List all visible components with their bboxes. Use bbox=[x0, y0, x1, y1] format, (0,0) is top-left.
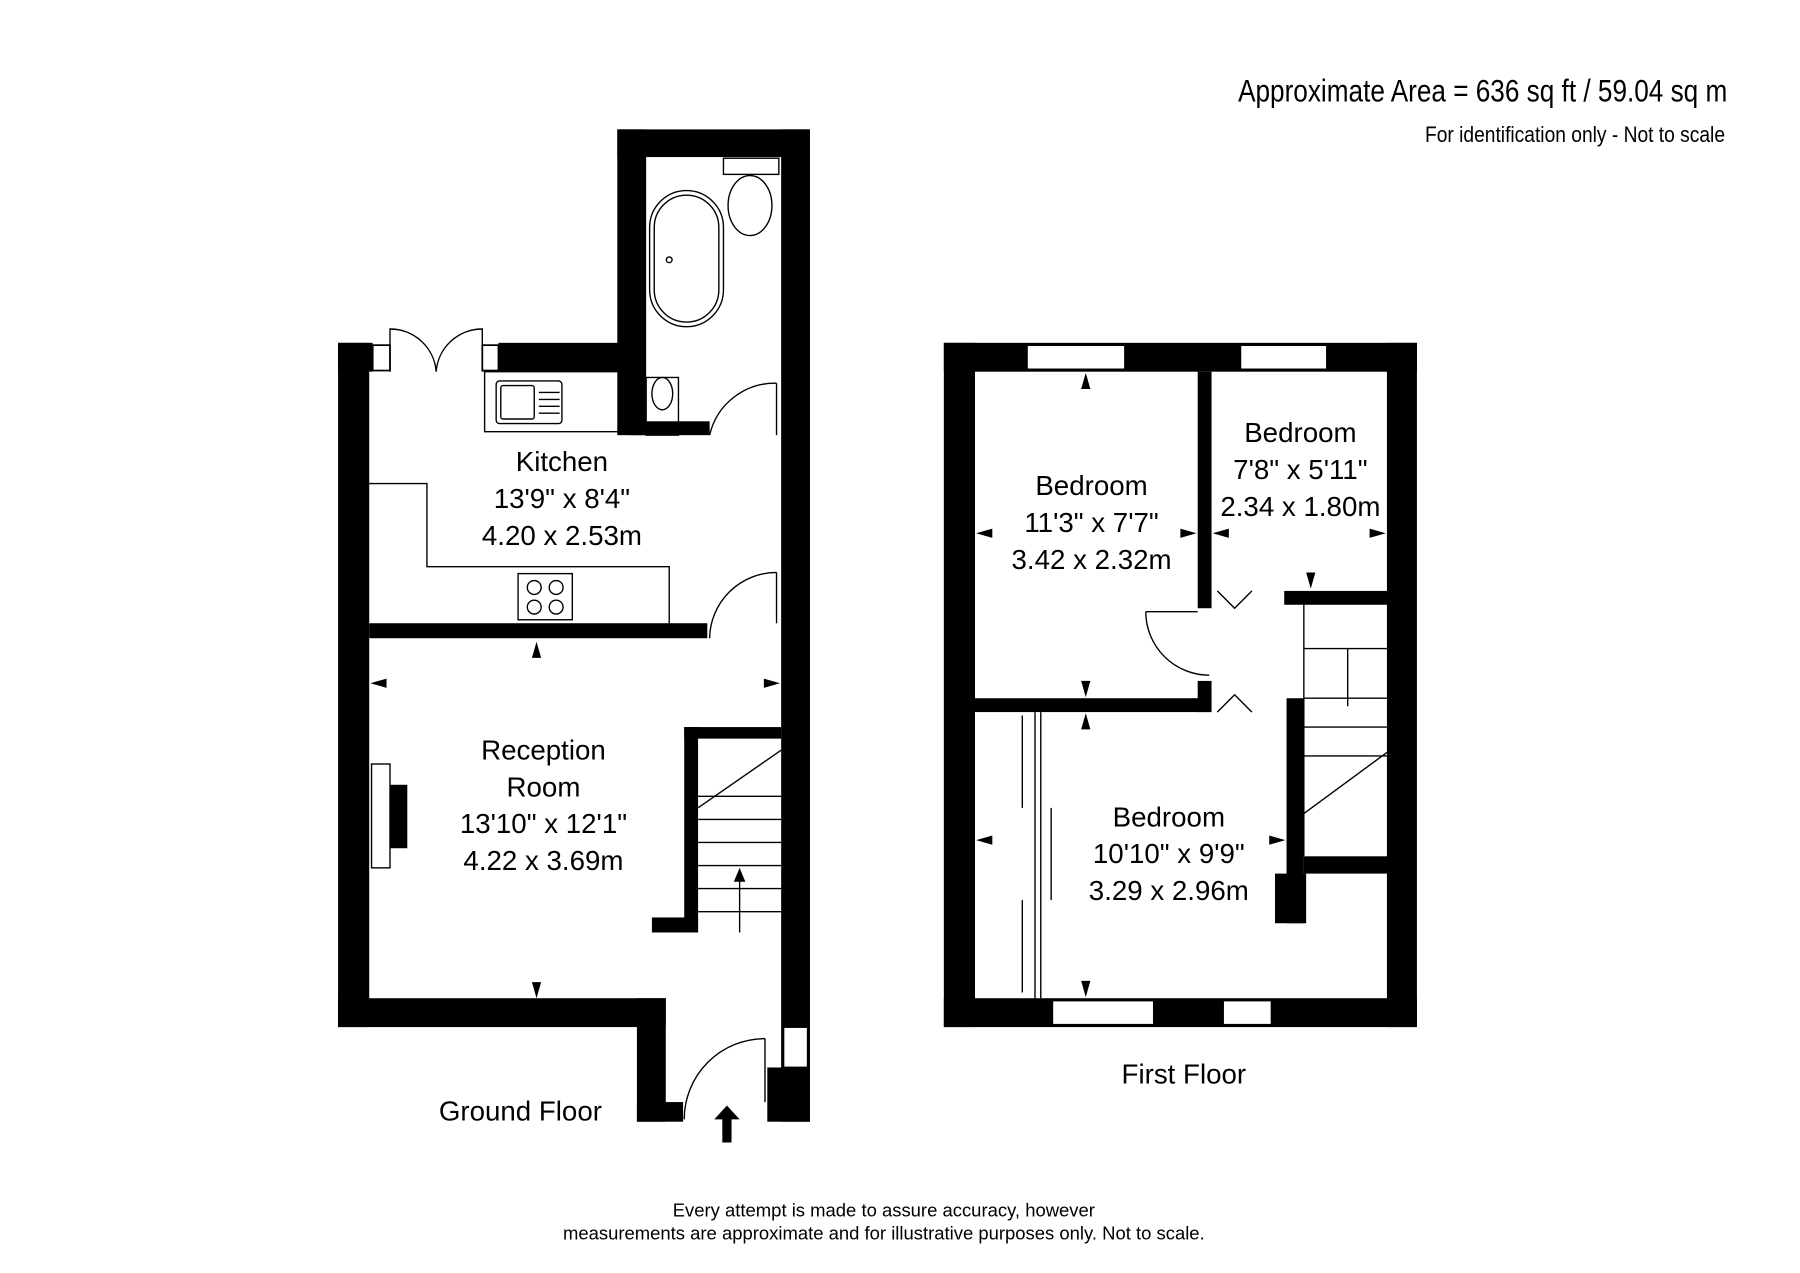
wall bbox=[628, 421, 710, 436]
wall bbox=[636, 1102, 684, 1122]
first-floor-label: First Floor bbox=[1122, 1059, 1247, 1090]
bedroom-2-metric: 2.34 x 1.80m bbox=[1220, 491, 1380, 522]
wall bbox=[684, 727, 782, 739]
first-floor-plan: Bedroom 11'3" x 7'7" 3.42 x 2.32m Bedroo… bbox=[943, 342, 1417, 1090]
ground-floor-label: Ground Floor bbox=[439, 1096, 602, 1127]
wall bbox=[943, 998, 1417, 1028]
kitchen-door bbox=[708, 571, 778, 639]
window bbox=[1222, 999, 1273, 1026]
french-doors bbox=[389, 328, 483, 372]
wall bbox=[943, 342, 975, 1028]
ground-floor-plan: Kitchen 13'9" x 8'4" 4.20 x 2.53m Recept… bbox=[338, 129, 810, 1143]
disclaimer-line-2: measurements are approximate and for ill… bbox=[563, 1222, 1205, 1243]
reception-name-1: Reception bbox=[481, 734, 606, 765]
worktop bbox=[369, 482, 670, 624]
wall bbox=[617, 129, 810, 158]
wall bbox=[1303, 856, 1389, 874]
wall bbox=[338, 342, 373, 372]
window bbox=[1026, 344, 1126, 371]
bedroom-1-name: Bedroom bbox=[1035, 470, 1147, 501]
wall bbox=[767, 1067, 810, 1122]
identification-note: For identification only - Not to scale bbox=[1425, 122, 1725, 147]
wall bbox=[975, 698, 1212, 713]
wall bbox=[781, 129, 810, 1122]
wall bbox=[636, 998, 666, 1122]
window bbox=[782, 1026, 809, 1069]
wall bbox=[498, 342, 632, 372]
worktop bbox=[483, 370, 630, 433]
wall bbox=[1284, 590, 1389, 605]
disclaimer-line-1: Every attempt is made to assure accuracy… bbox=[673, 1199, 1095, 1220]
wall bbox=[338, 998, 666, 1028]
door-swings bbox=[1216, 590, 1253, 713]
wall bbox=[1275, 873, 1307, 924]
bedroom-3-metric: 3.29 x 2.96m bbox=[1089, 875, 1249, 906]
bedroom-2-name: Bedroom bbox=[1244, 417, 1356, 448]
wall bbox=[943, 342, 1417, 372]
reception-metric: 4.22 x 3.69m bbox=[463, 845, 623, 876]
staircase bbox=[1303, 604, 1388, 857]
bedroom-door bbox=[1145, 611, 1210, 676]
bath-icon bbox=[648, 189, 725, 328]
approximate-area: Approximate Area = 636 sq ft / 59.04 sq … bbox=[1238, 74, 1727, 109]
wall bbox=[369, 623, 708, 639]
entrance-arrow-icon bbox=[714, 1105, 740, 1143]
wall bbox=[1286, 698, 1304, 924]
toilet-icon bbox=[727, 174, 773, 237]
window bbox=[1051, 999, 1155, 1026]
window bbox=[371, 344, 391, 372]
kitchen-imperial: 13'9" x 8'4" bbox=[494, 483, 630, 514]
bedroom-3-name: Bedroom bbox=[1113, 801, 1225, 832]
window bbox=[481, 344, 500, 372]
wardrobe bbox=[1021, 712, 1052, 999]
wall bbox=[1386, 342, 1417, 1028]
front-door bbox=[683, 1037, 766, 1120]
wall bbox=[617, 129, 647, 436]
fireplace-hearth bbox=[370, 763, 391, 869]
toilet-cistern bbox=[722, 157, 780, 176]
bedroom-2-imperial: 7'8" x 5'11" bbox=[1233, 454, 1367, 485]
reception-name-2: Room bbox=[507, 771, 581, 802]
hob-icon bbox=[517, 572, 573, 621]
window bbox=[1239, 344, 1328, 371]
wall bbox=[651, 917, 699, 933]
bathroom-door bbox=[708, 382, 778, 436]
kitchen-metric: 4.20 x 2.53m bbox=[482, 520, 642, 551]
bedroom-3-imperial: 10'10" x 9'9" bbox=[1093, 838, 1245, 869]
wall bbox=[1197, 371, 1212, 609]
bedroom-1-imperial: 11'3" x 7'7" bbox=[1024, 507, 1158, 538]
wall bbox=[338, 342, 370, 1028]
fireplace-icon bbox=[390, 784, 408, 849]
wall bbox=[684, 727, 699, 933]
sink-icon bbox=[495, 380, 563, 425]
reception-imperial: 13'10" x 12'1" bbox=[460, 808, 627, 839]
bedroom-1-metric: 3.42 x 2.32m bbox=[1011, 544, 1171, 575]
kitchen-name: Kitchen bbox=[516, 446, 608, 477]
